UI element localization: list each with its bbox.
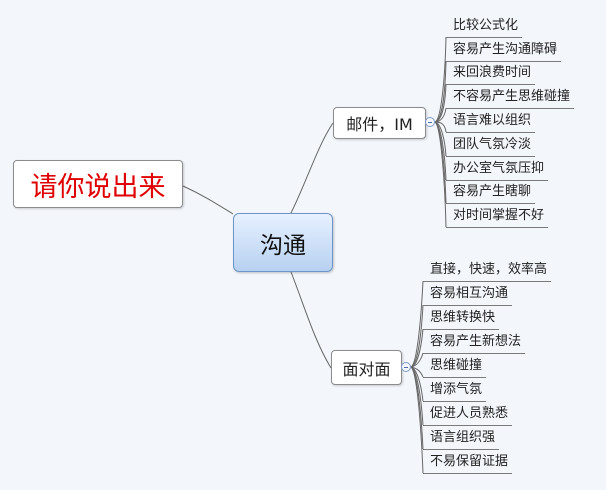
collapse-toggle-face[interactable] [401, 362, 411, 372]
face-leaf-1[interactable]: 直接，快速，效率高 [423, 260, 552, 282]
email-leaf-3[interactable]: 来回浪费时间 [446, 63, 536, 85]
email-leaf-6[interactable]: 团队气氛冷淡 [446, 135, 536, 157]
collapse-minus-icon [404, 367, 408, 368]
email-leaf-7[interactable]: 办公室气氛压抑 [446, 159, 549, 181]
face-leaf-7[interactable]: 促进人员熟悉 [423, 404, 513, 426]
face-leaf-8[interactable]: 语言组织强 [423, 428, 500, 450]
email-leaf-9[interactable]: 对时间掌握不好 [446, 206, 549, 228]
email-leaf-1[interactable]: 比较公式化 [446, 16, 523, 38]
collapse-toggle-email[interactable] [425, 117, 435, 127]
face-leaf-9[interactable]: 不易保留证据 [423, 452, 513, 474]
connector-center-to-face [290, 271, 332, 369]
connector-center-to-email [290, 122, 334, 214]
email-leaf-5[interactable]: 语言难以组织 [446, 111, 536, 133]
center-topic-text: 沟通 [260, 232, 306, 259]
face-leaf-5[interactable]: 思维碰撞 [423, 356, 487, 378]
email-leaf-2[interactable]: 容易产生沟通障碍 [446, 40, 562, 62]
branch-email-label: 邮件，IM [346, 115, 413, 134]
face-leaf-connector-4 [410, 352, 424, 368]
face-leaf-connector-9 [410, 366, 424, 474]
email-leaf-connectors [434, 36, 447, 228]
branch-email-im[interactable]: 邮件，IM [333, 107, 426, 139]
email-leaf-connector-1 [434, 36, 447, 123]
collapse-minus-icon [428, 122, 432, 123]
email-leaf-8[interactable]: 容易产生瞎聊 [446, 182, 536, 204]
face-leaf-4[interactable]: 容易产生新想法 [423, 332, 526, 354]
label-node[interactable]: 请你说出来 [13, 160, 183, 208]
connector-label-to-center [182, 185, 234, 215]
email-leaf-connector-3 [434, 83, 447, 123]
face-leaf-connector-2 [410, 304, 424, 368]
branch-face-label: 面对面 [342, 359, 391, 379]
center-node[interactable]: 沟通 [233, 213, 333, 272]
face-leaf-connectors [410, 280, 424, 474]
label-text: 请你说出来 [30, 171, 166, 203]
face-leaf-2[interactable]: 容易相互沟通 [423, 284, 513, 306]
face-leaf-6[interactable]: 增添气氛 [423, 380, 487, 402]
email-leaf-4[interactable]: 不容易产生思维碰撞 [446, 87, 575, 109]
face-leaf-3[interactable]: 思维转换快 [423, 308, 500, 330]
branch-face-to-face[interactable]: 面对面 [331, 350, 402, 385]
email-leaf-connector-9 [434, 121, 447, 228]
face-leaf-connector-1 [410, 280, 424, 368]
